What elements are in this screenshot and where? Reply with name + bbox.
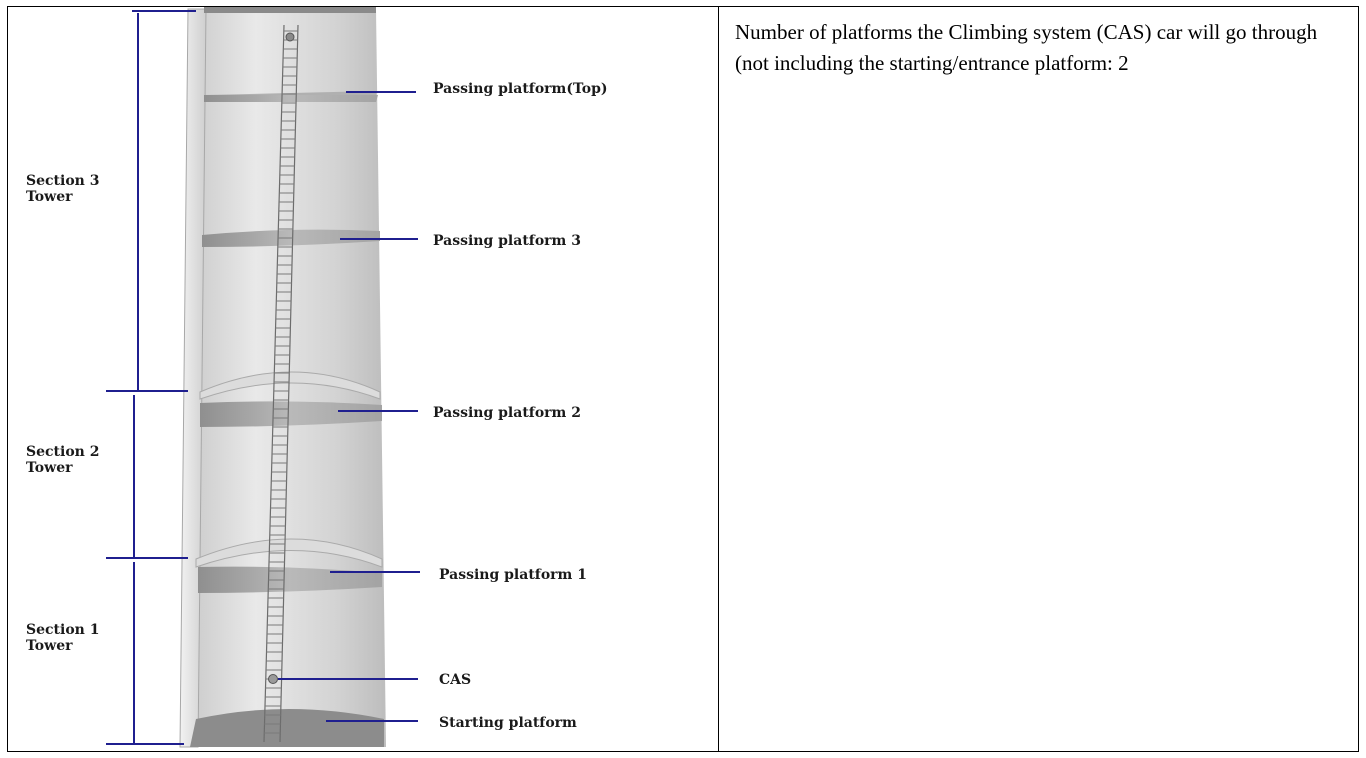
section-3-label-line2: Tower xyxy=(26,189,73,205)
callout-passing-platform-top: Passing platform(Top) xyxy=(433,81,608,97)
description-cell: Number of platforms the Climbing system … xyxy=(719,7,1358,751)
callout-passing-platform-3: Passing platform 3 xyxy=(433,233,581,249)
description-text: Number of platforms the Climbing system … xyxy=(735,20,1318,75)
callout-leaders xyxy=(278,91,420,722)
section-1-dimension xyxy=(106,562,184,745)
callout-cas: CAS xyxy=(439,672,471,688)
section-1-label-line1: Section 1 xyxy=(26,622,99,638)
section-joint-upper xyxy=(199,371,381,400)
platform-2 xyxy=(200,401,382,427)
platform-starting xyxy=(190,709,384,747)
callout-passing-platform-1: Passing platform 1 xyxy=(439,567,587,583)
section-3-label-line1: Section 3 xyxy=(26,173,99,189)
cas-car xyxy=(268,674,278,684)
section-2-label-line1: Section 2 xyxy=(26,444,99,460)
callout-passing-platform-2: Passing platform 2 xyxy=(433,405,581,421)
callout-starting-platform: Starting platform xyxy=(439,715,577,731)
top-hatch-figure xyxy=(285,32,295,42)
content-table: Section 3 Tower Section 2 Tower Section … xyxy=(7,6,1359,752)
tower-diagram: Section 3 Tower Section 2 Tower Section … xyxy=(26,7,608,748)
platform-top xyxy=(204,91,378,102)
ladder xyxy=(263,24,299,743)
section-joint-lower xyxy=(195,538,383,568)
tower-diagram-cell: Section 3 Tower Section 2 Tower Section … xyxy=(8,7,718,751)
section-3-dimension xyxy=(106,10,196,392)
section-2-dimension xyxy=(106,395,188,559)
platform-1 xyxy=(198,566,382,593)
section-2-label-line2: Tower xyxy=(26,460,73,476)
section-1-label-line2: Tower xyxy=(26,638,73,654)
column-divider xyxy=(718,7,719,751)
